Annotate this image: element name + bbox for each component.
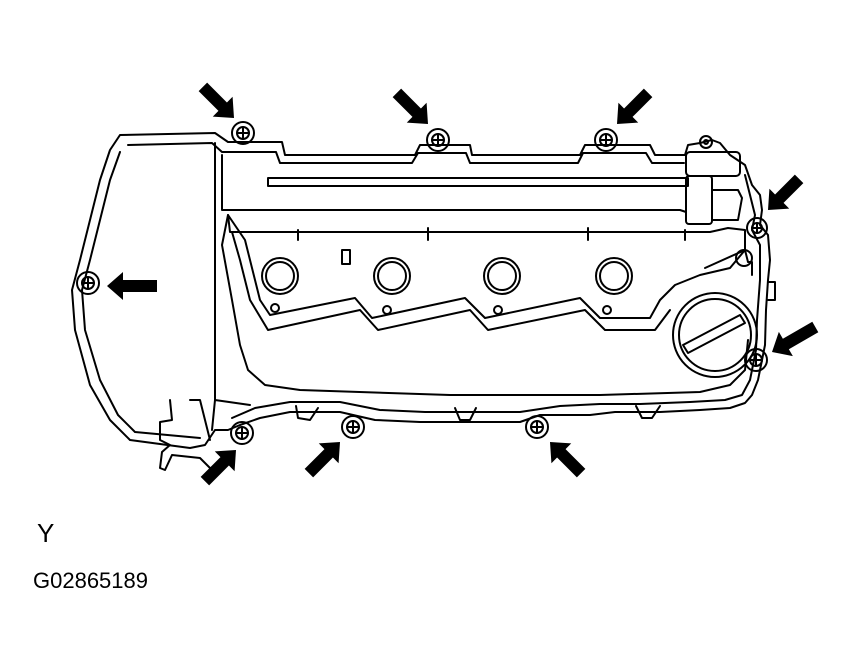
cover-outer-outline [71,132,771,449]
bolt-6 [744,348,768,372]
inner-panel-edge [231,231,671,331]
arrow-5 [107,272,157,300]
small-bosses [270,227,686,315]
bottom-tabs [295,405,661,421]
spark-plug-holes [261,257,633,295]
top-rib [267,177,689,187]
bolt-4 [746,217,768,239]
figure-code: G02865189 [33,568,148,593]
bolt-10 [735,249,753,267]
bolt-1 [231,121,255,145]
arrow-8 [304,442,340,478]
arrow-9 [550,442,586,478]
spark-plug-hole-4-inner [599,261,629,291]
bolt-7 [230,421,254,445]
arrow-1 [198,82,234,118]
spark-plug-hole-3-inner [487,261,517,291]
right-bracket [704,249,776,301]
arrow-3 [617,88,653,124]
left-end-cap [211,142,251,431]
spark-plug-hole-3 [483,257,521,295]
bolt-5 [76,271,100,295]
spark-plug-hole-1-inner [265,261,295,291]
inner-raised-panel [227,214,746,319]
bolt-9 [525,415,549,439]
arrow-2 [392,88,428,124]
pcv-connector [685,135,743,225]
arrows [107,82,819,486]
bolt-8 [341,415,365,439]
spark-plug-hole-1 [261,257,299,295]
bottom-left-bracket [159,399,211,471]
bolt-3 [594,128,618,152]
arrow-4 [768,174,804,210]
lower-panel-edge [221,214,749,396]
arrow-7 [200,450,236,486]
spark-plug-hole-2-inner [377,261,407,291]
view-label: Y [37,518,55,548]
spark-plug-hole-4 [595,257,633,295]
bolt-2 [426,128,450,152]
top-face-edge [221,154,687,213]
bolts [76,121,768,445]
arrow-6 [772,321,819,357]
spark-plug-hole-2 [373,257,411,295]
oil-filler-cap [672,292,758,378]
